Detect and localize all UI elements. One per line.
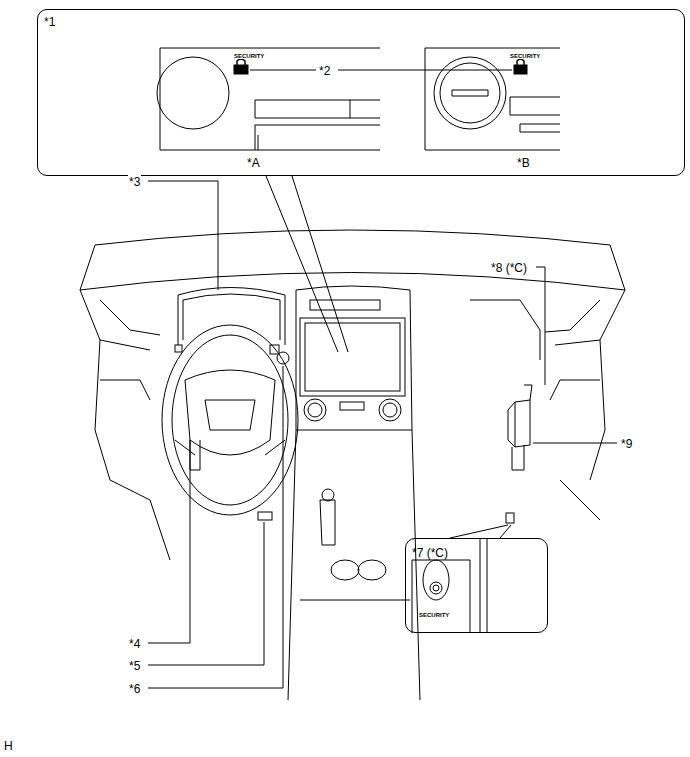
callout-number: *8 (*C) [490,261,528,275]
callout-number: *B [516,156,531,170]
callout-number: *5 [128,659,141,673]
audio-panel-a [157,48,380,150]
steering-wheel [162,288,298,516]
switch [258,512,272,520]
center-stack [288,286,420,700]
leader-line [250,70,512,71]
callout-number: *9 [620,437,633,451]
leader-line [148,440,190,643]
dashboard [80,230,625,560]
callout-number: *A [246,156,261,170]
leader-line [266,176,348,352]
callout-number: *1 [44,16,55,28]
inset-box: *7 (*C) SECURITY [405,538,548,633]
security-switch [506,513,514,523]
callout-number: H [3,739,14,753]
engine-switch [277,352,289,364]
indicator-label: SECURITY [234,53,264,59]
security-indicator [234,59,248,74]
security-switch-detail [412,538,487,633]
leader-line [536,267,545,385]
ecu [508,385,532,470]
leader-line [148,522,264,665]
leader-line [148,366,283,688]
callout-number: *3 [128,175,141,189]
callout-number: *4 [128,637,141,651]
detail-callout-box: *1 [37,9,685,176]
leader-line [148,181,218,290]
callout-number: *7 (*C) [412,547,448,559]
security-indicator [514,59,527,74]
indicator-label: SECURITY [510,53,540,59]
audio-panel-b [425,48,560,150]
callout-number: *6 [128,682,141,696]
switch-marking: SECURITY [419,612,449,618]
leader-line [450,525,511,538]
callout-number: *2 [318,64,331,78]
leader-line [533,443,617,444]
